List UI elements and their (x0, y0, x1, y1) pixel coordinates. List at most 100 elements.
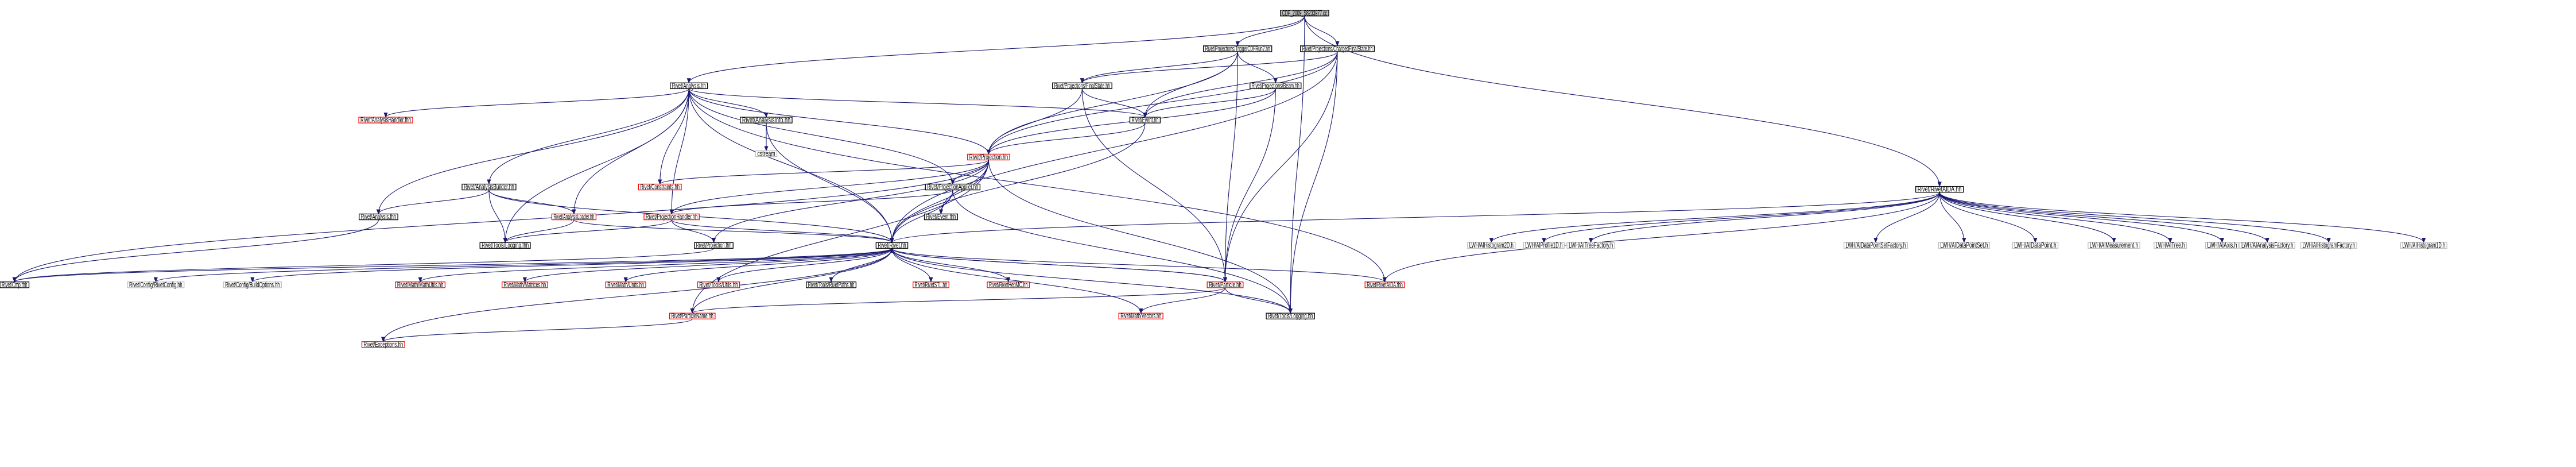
node-ainfo[interactable]: Rivet/AnalysisInfo.hh (740, 115, 793, 124)
edge-projection-to-rivet (890, 160, 989, 244)
node-label: Rivet/ProjectionApplier.hh (927, 183, 978, 191)
node-box (1467, 242, 1516, 249)
edge-rivet-to-buildopts (250, 248, 893, 283)
edge-trigger-to-particle (1223, 51, 1238, 283)
node-hepmc[interactable]: Rivet/RivetHepMC.hh (987, 280, 1030, 289)
edge-ainfo-to-rivet (766, 122, 894, 244)
edge-phandler-to-projfhh (671, 219, 716, 244)
node-label: Rivet/Tools/RivetPaths.hh (808, 280, 855, 289)
edge-rivet-to-mathutils (418, 248, 893, 283)
node-toolslogf[interactable]: Rivet/Tools/Logging.fhh (479, 241, 531, 249)
node-finalstate[interactable]: Rivet/Projections/FinalState.hh (1052, 81, 1112, 90)
node-beam[interactable]: Rivet/Projections/Beam.hh (1250, 81, 1302, 90)
node-label: LWH/AIDataPoint.h (2014, 241, 2056, 249)
node-label: Rivet/Projections/ChargedFinalState.hh (1302, 44, 1373, 53)
node-box (358, 117, 413, 123)
node-exceptions[interactable]: Rivet/Exceptions.hh (361, 340, 405, 349)
node-box (1523, 242, 1565, 249)
node-label: Rivet/Config/BuildOptions.hh (225, 280, 280, 289)
node-dpsfac: LWH/AIDataPointSetFactory.h (1843, 241, 1908, 249)
edge-rivet-to-vectors (891, 248, 1143, 314)
edge-analysis-to-ainfo (688, 88, 769, 118)
edge-charged-to-particle (1223, 51, 1338, 283)
node-matrices[interactable]: Rivet/Math/Matrices.hh (502, 280, 548, 289)
node-box (670, 82, 708, 90)
node-pname[interactable]: Rivet/ParticleName.hh (669, 311, 716, 320)
node-trigger[interactable]: Rivet/Projections/TriggerCDFRun2.hh (1202, 44, 1273, 53)
node-particle[interactable]: Rivet/Particle.hh (1206, 280, 1244, 289)
node-charged[interactable]: Rivet/Projections/ChargedFinalState.hh (1300, 44, 1375, 53)
node-units[interactable]: Rivet/Math/Units.hh (605, 280, 646, 289)
edge-rivetaida-to-tree (1939, 192, 2172, 244)
node-label: Rivet/Projections/Beam.hh (1252, 81, 1299, 90)
edge-finalstate-to-projection (986, 88, 1083, 155)
edge-event-to-rivet (890, 122, 1146, 244)
node-event[interactable]: Rivet/Event.hh (1129, 115, 1161, 124)
node-ahandlerf[interactable]: Rivet/AnalysisHandler.fhh (358, 115, 413, 124)
edge-rivetaida-to-aidafhh (1383, 192, 1940, 283)
node-root[interactable]: CDF_2009_S8233977.cc (1280, 9, 1329, 17)
node-label: Rivet/Projections/FinalState.hh (1054, 81, 1111, 90)
node-analysis[interactable]: Rivet/Analysis.hh (670, 81, 708, 90)
edge-rivetaida-to-h1d (1939, 192, 2426, 244)
edge-root-to-charged (1304, 16, 1340, 47)
node-rivetpaths[interactable]: Rivet/Tools/RivetPaths.hh (806, 280, 857, 289)
node-label: LWH/AIAnalysisFactory.h (2241, 241, 2293, 249)
node-label: Rivet/Event.hh (1131, 115, 1158, 124)
edge-rivet-to-exceptions (381, 248, 893, 342)
node-dps: LWH/AIDataPointSet.h (1938, 241, 1991, 249)
node-label: Rivet/Math/Matrices.hh (504, 280, 546, 289)
node-box (551, 213, 597, 221)
node-box (1266, 312, 1315, 319)
node-rivetaida[interactable]: Rivet/RivetAIDA.hh (1915, 185, 1964, 194)
edge-rivet-to-rivetstl (891, 248, 933, 283)
node-label: Rivet/Particle.hh (1209, 280, 1242, 289)
node-phandler[interactable]: Rivet/ProjectionHandler.hh (643, 213, 700, 221)
node-papplier[interactable]: Rivet/ProjectionApplier.hh (925, 183, 981, 191)
edge-charged-to-rivet (890, 51, 1338, 244)
node-vectors[interactable]: Rivet/Math/Vectors.hh (1118, 311, 1163, 320)
node-box (2088, 242, 2140, 249)
edge-papplier-to-phandler (669, 190, 953, 215)
edge-rivet-to-hepmc (891, 248, 1011, 283)
node-aidafhh[interactable]: Rivet/RivetAIDA.fhh (1364, 280, 1405, 289)
edge-rivetaida-to-dpsfac (1873, 192, 1940, 244)
node-label: Rivet/Analysis.fhh (361, 213, 396, 221)
node-utils[interactable]: Rivet/Tools/Utils.hh (697, 280, 740, 289)
edge-projection-to-cmp (12, 160, 989, 283)
node-buildopts: Rivet/Config/BuildOptions.hh (223, 280, 282, 289)
node-box (740, 117, 793, 123)
edge-analysis-to-aloader (572, 88, 689, 215)
node-box (461, 183, 517, 191)
node-projfhh[interactable]: Rivet/Projection.fhh (694, 241, 734, 249)
node-logging[interactable]: Rivet/Tools/Logging.hh (1266, 311, 1315, 320)
node-label: Rivet/Projection.hh (969, 153, 1008, 161)
edge-projection-to-phandler (669, 160, 989, 215)
node-box (987, 281, 1030, 288)
node-box (1202, 45, 1273, 52)
edge-analysis-to-event (688, 88, 1147, 118)
node-cmp[interactable]: Rivet/Cmp.fhh (0, 280, 30, 289)
node-label: Rivet/Math/Vectors.hh (1120, 311, 1161, 320)
node-constraints[interactable]: Rivet/Constraints.hh (638, 183, 682, 191)
edge-rivet-to-cmp (13, 248, 893, 283)
node-mathutils[interactable]: Rivet/Math/MathUtils.hh (395, 280, 446, 289)
node-afhh[interactable]: Rivet/Analysis.fhh (359, 213, 398, 221)
node-label: Rivet/Event.fhh (926, 213, 956, 221)
node-projection[interactable]: Rivet/Projection.hh (967, 153, 1010, 161)
edge-rivet-to-rivetconfig (154, 248, 893, 283)
node-label: LWH/AIDataPointSetFactory.h (1846, 241, 1906, 249)
node-eventfhh[interactable]: Rivet/Event.fhh (924, 213, 958, 221)
node-h1d: LWH/AIHistogram1D.h (2400, 241, 2447, 249)
node-box (669, 312, 716, 319)
edge-phandler-to-toolslogf (503, 219, 672, 244)
node-label: Rivet/ProjectionHandler.hh (646, 213, 697, 221)
node-box (1250, 82, 1302, 90)
edge-pname-to-exceptions (381, 318, 693, 342)
node-aloader[interactable]: Rivet/AnalysisLoader.hh (551, 213, 597, 221)
node-rivet[interactable]: Rivet/Rivet.hh (875, 241, 909, 249)
edge-rivetaida-to-h2d (1489, 192, 1940, 244)
node-rivetstl[interactable]: Rivet/RivetSTL.hh (913, 280, 949, 289)
node-abuilder[interactable]: Rivet/AnalysisBuilder.hh (461, 183, 517, 191)
node-meas: LWH/AIMeasurement.h (2088, 241, 2140, 249)
